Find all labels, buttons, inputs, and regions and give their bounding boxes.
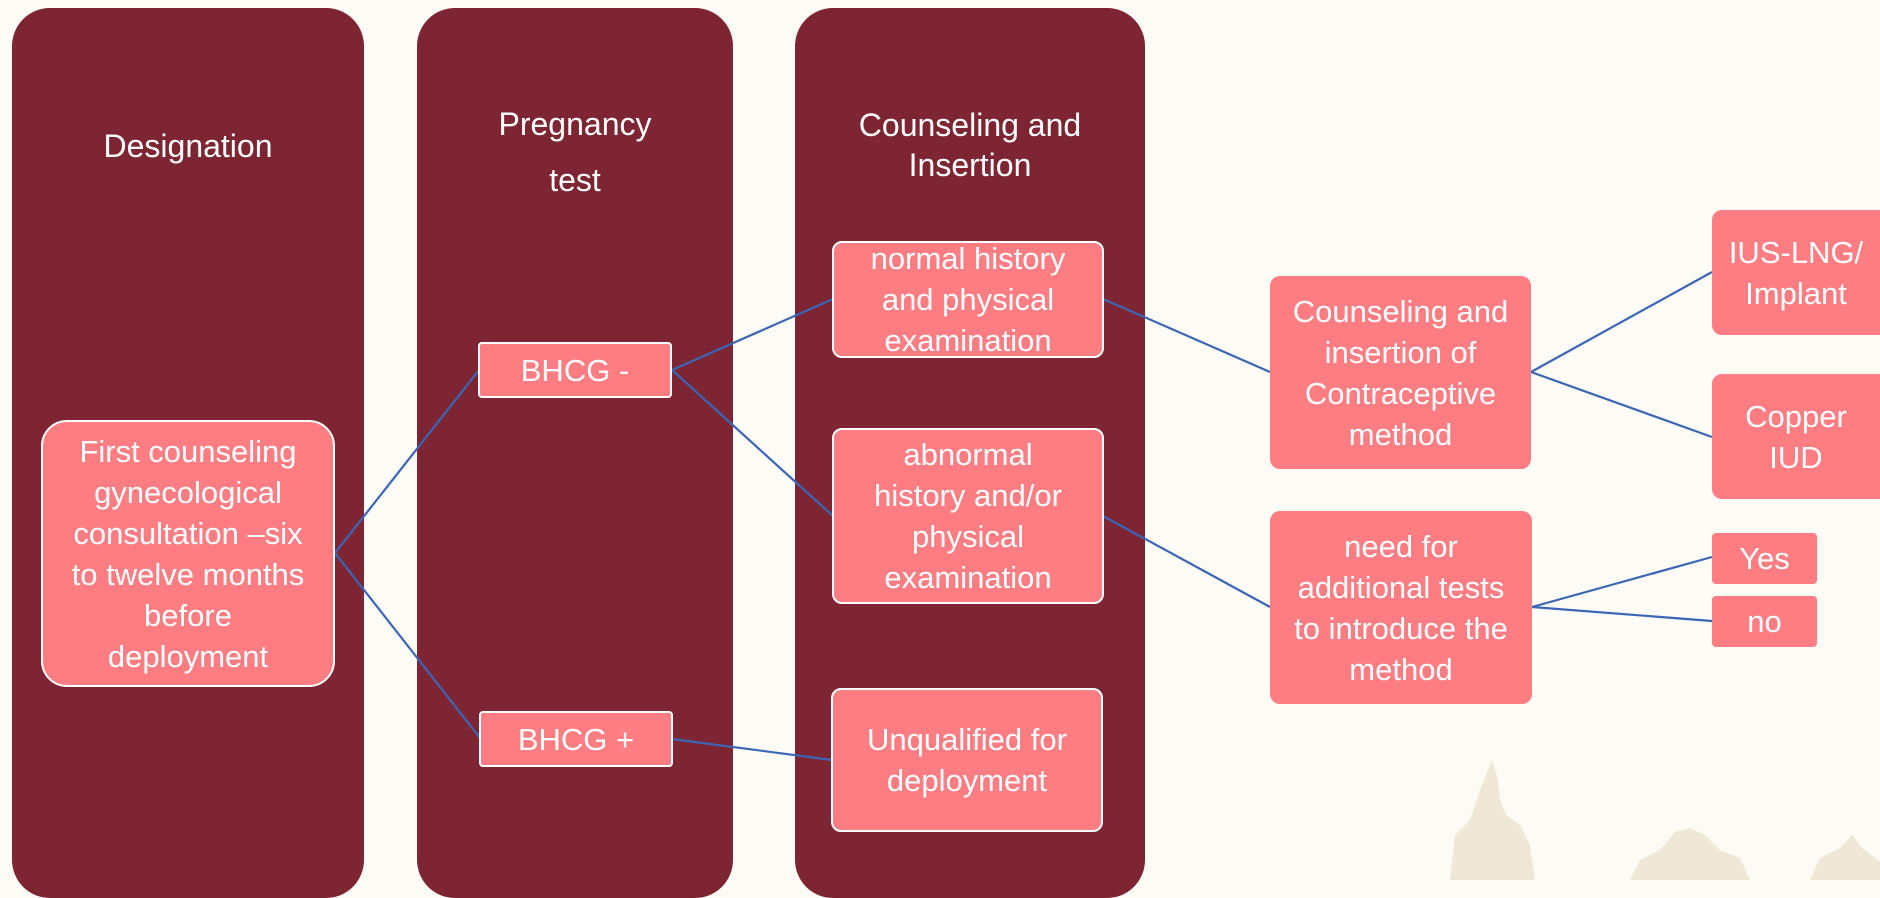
link-bhcg-positive-to-unqualified [671, 737, 833, 762]
palace-silhouette-left [1450, 760, 1535, 880]
node-bhcg-positive: BHCG + [479, 711, 673, 767]
link-first-to-bhcg-positive [334, 552, 481, 739]
connector-lines [334, 271, 1713, 762]
link-bhcg-negative-to-normal [671, 297, 834, 372]
node-unqualified: Unqualified for deployment [831, 688, 1103, 832]
link-counseling-to-copper-iud [1530, 370, 1713, 439]
node-ius-lng-implant: IUS-LNG/ Implant [1712, 210, 1880, 335]
link-bhcg-negative-to-abnormal [671, 369, 834, 517]
column-title-designation: Designation [103, 128, 273, 164]
column-title-counseling-insertion: Counseling and Insertion [858, 107, 1082, 183]
node-copper-iud: Copper IUD [1712, 374, 1880, 499]
link-need-tests-to-yes [1531, 555, 1713, 609]
node-first-consultation: First counseling gynecological consultat… [41, 420, 335, 687]
link-counseling-to-ius-lng [1530, 271, 1713, 373]
node-normal-history: normal history and physical examination [832, 241, 1104, 358]
node-counseling-method: Counseling and insertion of Contraceptiv… [1270, 276, 1531, 469]
link-need-tests-to-no [1531, 605, 1713, 623]
node-bhcg-negative: BHCG - [478, 342, 672, 398]
link-first-to-bhcg-negative [334, 369, 480, 554]
node-need-tests: need for additional tests to introduce t… [1270, 511, 1532, 704]
link-abnormal-to-need-tests [1102, 515, 1271, 608]
node-yes: Yes [1712, 533, 1817, 584]
palace-silhouette-mid [1630, 828, 1750, 880]
node-no: no [1712, 596, 1817, 647]
link-normal-to-counseling-method [1102, 297, 1271, 374]
node-abnormal-history: abnormal history and/or physical examina… [832, 428, 1104, 604]
column-title-pregnancy-test: Pregnancy test [498, 106, 652, 198]
flowchart: Designation Pregnancy test Counseling an… [12, 8, 1880, 898]
background-skyline [1450, 760, 1880, 880]
palace-silhouette-right [1810, 835, 1880, 880]
